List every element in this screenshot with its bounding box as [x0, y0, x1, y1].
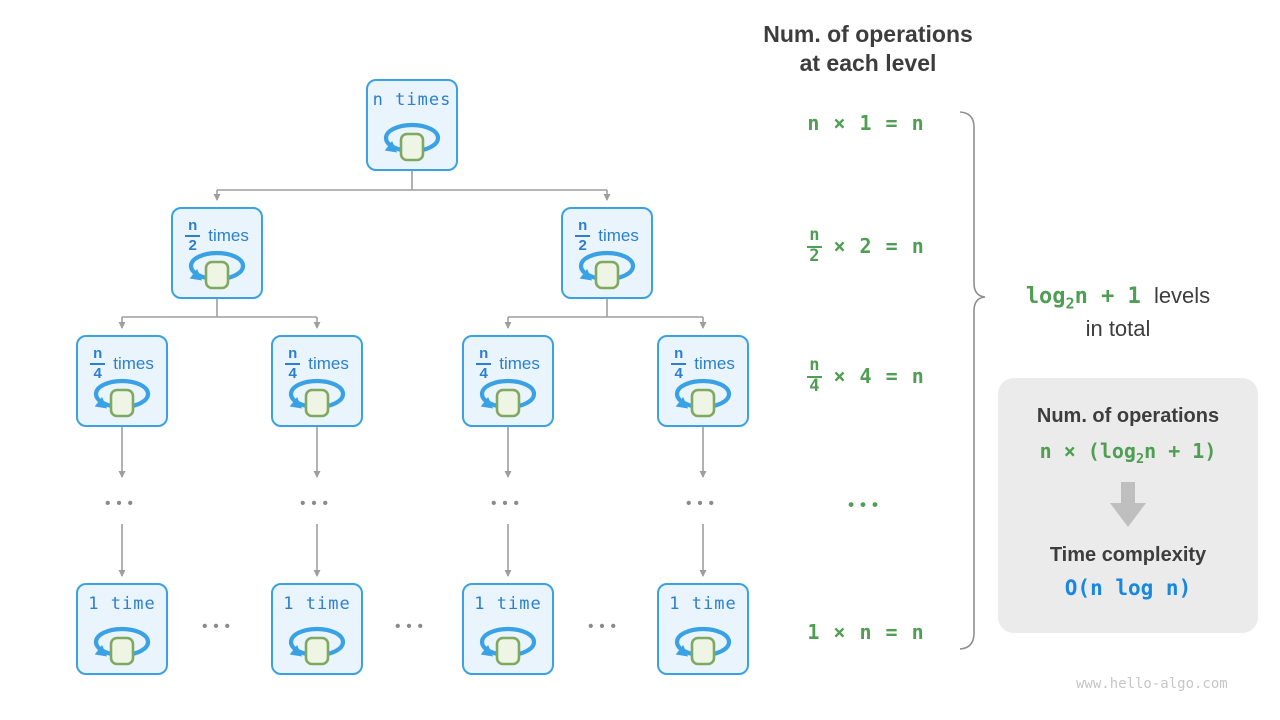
- panel-ops-title: Num. of operations: [1036, 405, 1220, 427]
- panel-time-formula: O(n log n): [1064, 576, 1192, 600]
- column-header-line2: at each level: [799, 50, 937, 77]
- ops-level-1: n × 1 = n: [807, 111, 925, 135]
- levels-note-line1: log2n + 1 levels: [1025, 283, 1211, 313]
- ellipsis: •••: [686, 495, 720, 512]
- loop-icon: [188, 250, 246, 290]
- levels-note-line2: in total: [1085, 315, 1151, 341]
- node-label: 1 time: [88, 594, 156, 614]
- loop-icon: [383, 122, 441, 162]
- loop-node-leaf-3: 1 time: [462, 583, 554, 675]
- ops-level-last: 1 × n = n: [807, 620, 925, 644]
- loop-icon: [288, 626, 346, 666]
- down-arrow-icon: [1110, 482, 1146, 527]
- loop-node-leaf-2: 1 time: [271, 583, 363, 675]
- ellipsis: •••: [588, 618, 622, 635]
- column-header-line1: Num. of operations: [763, 21, 973, 47]
- levels-formula: log2n + 1: [1025, 284, 1141, 313]
- ellipsis: •••: [395, 618, 429, 635]
- node-label: 1 time: [474, 594, 542, 614]
- loop-icon: [479, 626, 537, 666]
- panel-ops-formula: n × (log2n + 1): [1039, 439, 1217, 467]
- node-label: 1 time: [283, 594, 351, 614]
- ellipsis: •••: [300, 495, 334, 512]
- column-header: Num. of operations at each level: [756, 20, 980, 79]
- loop-icon: [479, 378, 537, 418]
- ops-ellipsis: •••: [848, 495, 884, 514]
- loop-node-leaf-4: 1 time: [657, 583, 749, 675]
- loop-icon: [288, 378, 346, 418]
- node-label: n times: [372, 90, 452, 110]
- panel-time-title: Time complexity: [1049, 544, 1207, 566]
- loop-icon: [578, 250, 636, 290]
- node-label: 1 time: [669, 594, 737, 614]
- loop-node-leaf-1: 1 time: [76, 583, 168, 675]
- loop-icon: [674, 626, 732, 666]
- watermark: www.hello-algo.com: [1076, 676, 1228, 692]
- ellipsis: •••: [105, 495, 139, 512]
- loop-icon: [674, 378, 732, 418]
- levels-note: log2n + 1 levels in total: [1000, 281, 1236, 343]
- loop-node-root: n times: [366, 79, 458, 171]
- ellipsis: •••: [202, 618, 236, 635]
- summary-panel: Num. of operations n × (log2n + 1) Time …: [998, 378, 1258, 633]
- loop-icon: [93, 626, 151, 666]
- ellipsis: •••: [491, 495, 525, 512]
- loop-icon: [93, 378, 151, 418]
